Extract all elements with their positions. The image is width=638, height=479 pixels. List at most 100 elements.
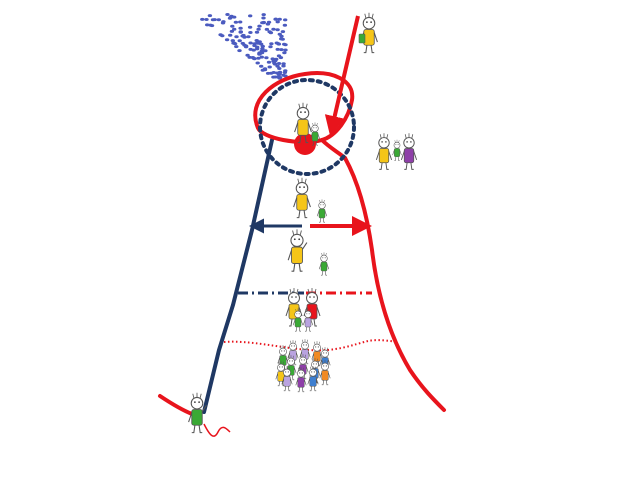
cloud-dot <box>266 20 272 24</box>
cloud-dot <box>238 30 243 34</box>
cloud-dot <box>279 37 284 41</box>
cloud-dot <box>271 59 276 63</box>
cloud-dot <box>260 47 265 51</box>
cloud-dot <box>208 23 213 27</box>
cloud-dot <box>276 54 282 58</box>
cloud-dot <box>207 14 213 18</box>
cloud-dot <box>275 47 280 51</box>
stick-figure-icon <box>400 133 418 170</box>
cloud-dot <box>276 73 282 77</box>
stick-figure-icon <box>360 12 378 54</box>
cloud-dot <box>259 55 264 59</box>
right-slope-line <box>343 156 446 412</box>
red-down-arrow <box>324 15 360 136</box>
cloud-dot <box>263 49 268 53</box>
cloud-dot <box>238 20 243 24</box>
cloud-dot <box>260 21 265 25</box>
cloud-dot <box>247 55 252 59</box>
cloud-dot <box>267 30 272 34</box>
cloud-dot <box>283 18 288 22</box>
cloud-dot <box>230 39 235 43</box>
cloud-dot <box>234 45 239 49</box>
cloud-dot <box>256 56 261 60</box>
stick-figure-icon <box>375 133 393 170</box>
cloud-dot <box>232 27 237 31</box>
cloud-dot <box>240 34 245 38</box>
cloud-dot <box>277 67 282 70</box>
cloud-dot <box>229 29 235 33</box>
cloud-dot <box>200 17 205 21</box>
stick-figure-icon <box>316 199 328 223</box>
stick-figure-icon <box>188 392 207 434</box>
cloud-dot <box>268 45 273 49</box>
cloud-dot <box>255 45 260 49</box>
cloud-dot <box>247 25 253 29</box>
cloud-dot <box>229 14 234 18</box>
cloud-dot <box>234 35 239 39</box>
cloud-dot <box>246 35 251 39</box>
red-dotted-wave-line <box>223 339 399 352</box>
cloud-dot <box>260 68 265 72</box>
cloud-dot <box>257 24 262 28</box>
stick-figure-icon <box>281 366 293 392</box>
stick-figure-icon <box>392 139 402 161</box>
cloud-dot <box>267 65 272 69</box>
stick-figure-icon <box>309 122 321 146</box>
cloud-dot <box>265 71 271 75</box>
cloud-dot <box>204 18 209 21</box>
cloud-dot <box>237 39 242 43</box>
cloud-dot <box>282 23 288 27</box>
cloud-dot <box>283 43 288 47</box>
cloud-dot <box>205 23 210 27</box>
cloud-dot <box>281 73 286 77</box>
cloud-dot <box>248 47 253 51</box>
cloud-dot <box>264 27 270 31</box>
cloud-dot <box>248 14 253 18</box>
cloud-dot <box>230 24 235 28</box>
cloud-dot <box>248 31 253 34</box>
figures-layer <box>188 12 418 434</box>
cloud-dot <box>225 13 230 16</box>
bottom-left-red-curve <box>158 394 194 416</box>
cloud-dot <box>275 28 280 32</box>
stick-figure-icon <box>295 367 307 393</box>
cloud-dot <box>237 49 242 53</box>
cloud-dot <box>264 56 269 60</box>
cloud-dot <box>248 41 253 45</box>
green-bag-icon <box>358 33 366 44</box>
cloud-dot <box>260 44 265 48</box>
cloud-dot <box>282 71 288 74</box>
cloud-dot <box>245 53 250 57</box>
cloud-dot <box>271 27 276 31</box>
red-rope-line <box>203 423 231 437</box>
cloud-dot <box>283 48 288 52</box>
cloud-dot <box>254 39 259 42</box>
cloud-dot <box>281 62 286 66</box>
dotted-circle <box>258 78 356 176</box>
left-slope-line <box>202 138 274 414</box>
cloud-dot <box>277 32 282 36</box>
cloud-dot <box>277 17 282 21</box>
cloud-dot <box>220 21 226 25</box>
cloud-dot <box>261 16 266 20</box>
cloud-dot <box>256 27 261 31</box>
cloud-dot <box>254 30 260 34</box>
cloud-dot <box>243 44 249 48</box>
red-loop-tail <box>320 138 347 160</box>
stick-figure-icon <box>292 308 304 332</box>
cloud-dot <box>277 76 283 79</box>
stick-figure-icon <box>287 229 308 272</box>
cloud-dot <box>233 20 239 24</box>
stick-figure-icon <box>294 102 312 144</box>
cloud-dot <box>281 64 286 68</box>
cloud-dot <box>282 51 287 55</box>
cloud-dot <box>276 42 281 46</box>
cloud-dot <box>273 17 278 21</box>
cloud-dot <box>275 64 280 68</box>
cloud-dot <box>255 61 260 65</box>
cloud-dot <box>228 33 233 37</box>
cloud-dot <box>238 26 243 30</box>
stick-figure-icon <box>277 345 289 371</box>
